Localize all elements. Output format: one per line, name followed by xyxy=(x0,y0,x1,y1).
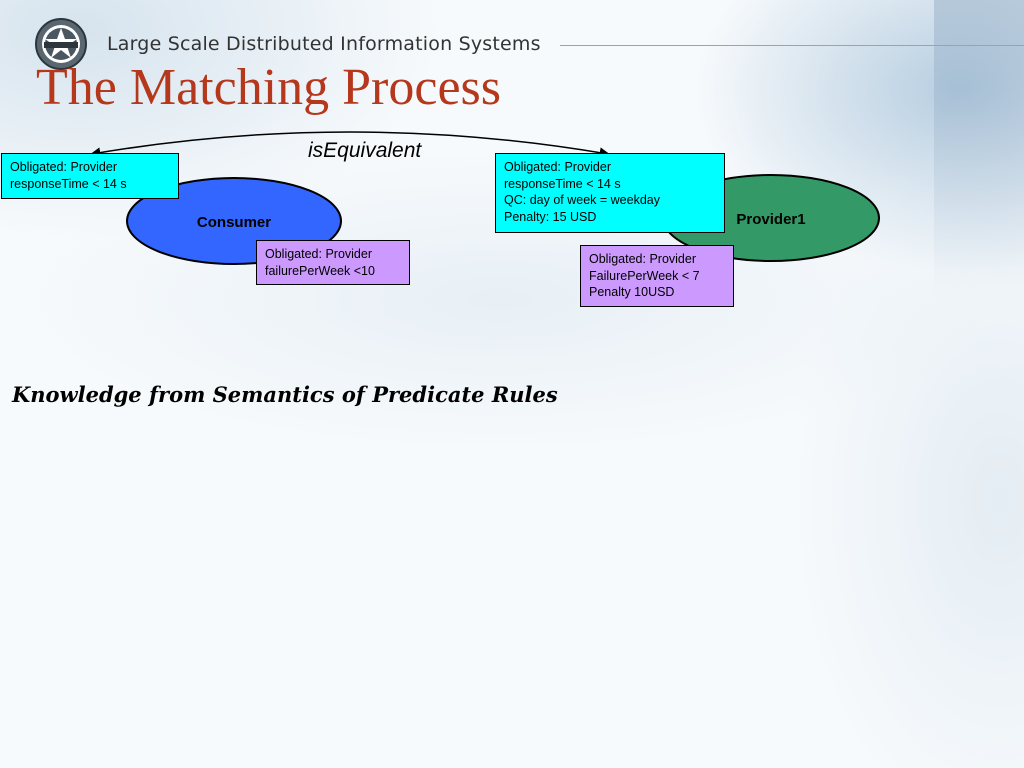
consumer-failure-box: Obligated: Provider failurePerWeek <10 xyxy=(256,240,410,285)
box-line: Penalty: 15 USD xyxy=(504,209,597,224)
box-line: Obligated: Provider xyxy=(10,160,118,174)
box-line: Obligated: Provider xyxy=(504,160,612,174)
consumer-response-time-box: Obligated: Provider responseTime < 14 s xyxy=(1,153,179,199)
box-line: Obligated: Provider xyxy=(589,252,697,266)
knowledge-note: Knowledge from Semantics of Predicate Ru… xyxy=(12,382,558,407)
consumer-label: Consumer xyxy=(197,214,271,231)
is-equivalent-arrow xyxy=(89,131,611,158)
header-divider xyxy=(560,45,1024,46)
provider-failure-box: Obligated: Provider FailurePerWeek < 7 P… xyxy=(580,245,734,307)
provider-label: Provider1 xyxy=(736,211,805,228)
box-line: FailurePerWeek < 7 xyxy=(589,268,700,283)
slide-title: The Matching Process xyxy=(36,59,502,116)
provider-response-time-box: Obligated: Provider responseTime < 14 s … xyxy=(495,153,725,233)
background-decoration xyxy=(934,0,1024,300)
box-line: failurePerWeek <10 xyxy=(265,263,375,278)
lsdis-logo-icon xyxy=(35,18,87,70)
box-line: QC: day of week = weekday xyxy=(504,193,660,207)
box-line: Penalty 10USD xyxy=(589,285,675,299)
box-line: responseTime < 14 s xyxy=(504,176,621,191)
box-line: responseTime < 14 s xyxy=(10,176,127,191)
is-equivalent-label: isEquivalent xyxy=(308,139,422,162)
course-title: Large Scale Distributed Information Syst… xyxy=(107,33,541,55)
box-line: Obligated: Provider xyxy=(265,247,373,261)
